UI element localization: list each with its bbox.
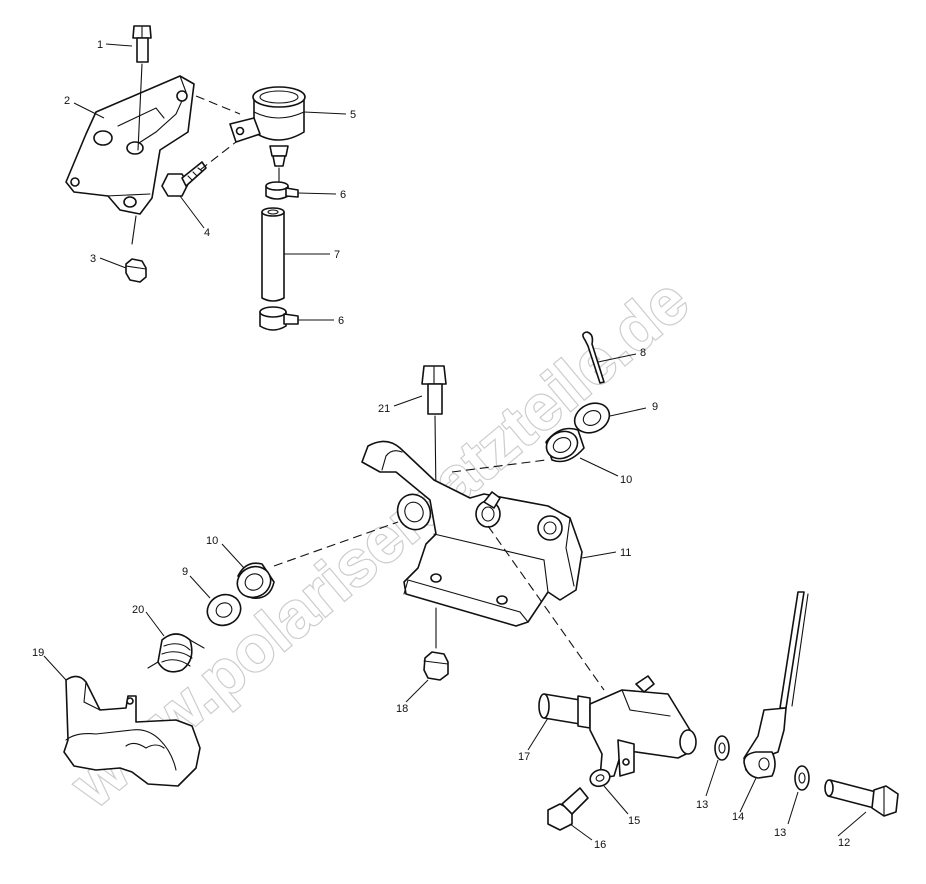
part-18-nut (423, 651, 449, 681)
callout-6-lower: 6 (338, 315, 344, 327)
part-8-cotter-pin (582, 331, 605, 384)
callout-6-upper: 6 (340, 189, 346, 201)
callout-12: 12 (838, 837, 850, 849)
callout-13-right: 13 (774, 827, 786, 839)
part-4-bolt (161, 161, 207, 197)
part-16-bolt (547, 787, 589, 831)
callout-11: 11 (620, 547, 631, 559)
part-20-spring (147, 633, 205, 673)
callout-1: 1 (97, 39, 103, 51)
part-6-clamp-upper (265, 181, 299, 200)
callout-18: 18 (396, 703, 408, 715)
callout-labels: 1 2 3 4 5 6 7 6 8 9 10 21 11 10 9 20 19 … (32, 39, 850, 851)
callout-4: 4 (204, 227, 210, 239)
callout-2: 2 (64, 95, 70, 107)
part-21-bolt (421, 365, 447, 415)
callout-15: 15 (628, 815, 640, 827)
part-7-hose (261, 207, 285, 302)
callout-5: 5 (350, 109, 356, 121)
callout-9-left: 9 (182, 566, 188, 578)
part-9-washer-right (573, 402, 611, 434)
part-10-bushing-right (545, 427, 585, 463)
part-19-brake-pedal (63, 675, 201, 787)
callout-10-right: 10 (620, 474, 632, 486)
leader-lines (43, 43, 867, 841)
callout-8: 8 (640, 347, 646, 359)
callout-19: 19 (32, 647, 44, 659)
callout-3: 3 (90, 253, 96, 265)
part-5-reservoir (229, 86, 306, 167)
callout-16: 16 (594, 839, 606, 851)
part-1-bolt (132, 25, 152, 63)
callout-13-left: 13 (696, 799, 708, 811)
part-6-clamp-lower (259, 306, 299, 331)
part-17-master-cylinder (538, 675, 697, 779)
callout-9-right: 9 (652, 401, 658, 413)
part-14-rod-end (743, 591, 809, 779)
part-11-mount-plate (361, 440, 583, 627)
callout-10-left: 10 (206, 535, 218, 547)
callout-17: 17 (518, 751, 530, 763)
callout-7: 7 (334, 249, 340, 261)
part-9-washer-left (206, 593, 242, 627)
callout-20: 20 (132, 604, 144, 616)
callout-21: 21 (378, 403, 390, 415)
part-12-bolt (824, 779, 899, 817)
part-15-washer (589, 768, 611, 788)
part-13-washer-right (794, 765, 810, 791)
callout-14: 14 (732, 811, 744, 823)
part-3-nut (125, 258, 147, 283)
part-13-washer-left (714, 735, 730, 761)
part-10-bushing-left (236, 562, 275, 599)
part-2-bracket (65, 75, 195, 215)
